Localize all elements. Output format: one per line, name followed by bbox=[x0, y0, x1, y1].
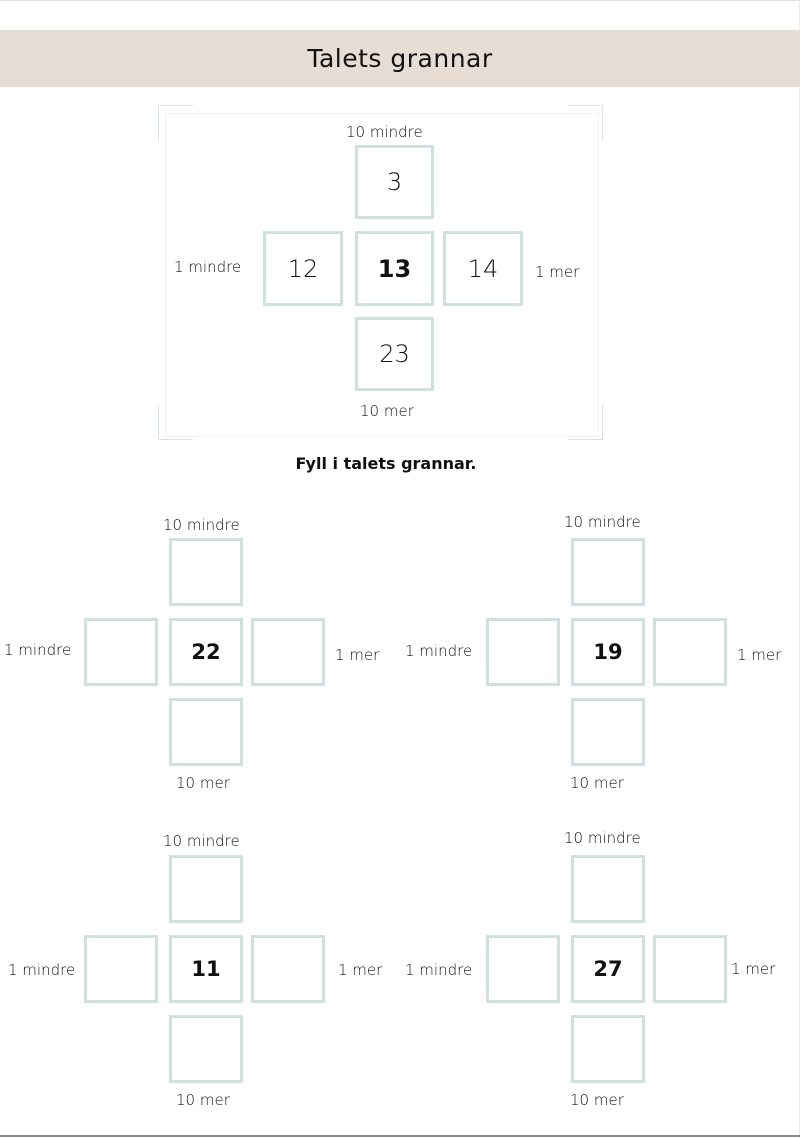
frame-corner bbox=[602, 405, 603, 440]
label-one-more: 1 mer bbox=[731, 960, 776, 978]
frame-corner bbox=[158, 439, 193, 440]
label-one-less: 1 mindre bbox=[174, 258, 242, 276]
example-box-center: 13 bbox=[355, 231, 434, 306]
answer-box-right[interactable] bbox=[653, 618, 727, 686]
label-one-more: 1 mer bbox=[737, 646, 782, 664]
answer-box-right[interactable] bbox=[251, 618, 325, 686]
label-one-less: 1 mindre bbox=[8, 961, 76, 979]
header-band: Talets grannar bbox=[0, 30, 800, 87]
label-ten-more: 10 mer bbox=[360, 402, 414, 420]
label-ten-less: 10 mindre bbox=[564, 513, 641, 531]
answer-box-top[interactable] bbox=[169, 855, 243, 923]
given-number-box: 22 bbox=[169, 618, 243, 686]
label-ten-more: 10 mer bbox=[570, 774, 624, 792]
frame-corner bbox=[602, 105, 603, 140]
page-title: Talets grannar bbox=[307, 44, 493, 73]
answer-box-right[interactable] bbox=[251, 935, 325, 1003]
example-frame bbox=[165, 113, 599, 437]
answer-box-left[interactable] bbox=[84, 935, 158, 1003]
label-ten-less: 10 mindre bbox=[346, 123, 423, 141]
frame-corner bbox=[158, 105, 193, 106]
answer-box-top[interactable] bbox=[571, 538, 645, 606]
instruction: Fyll i talets grannar. bbox=[295, 454, 477, 473]
answer-box-left[interactable] bbox=[486, 935, 560, 1003]
label-ten-less: 10 mindre bbox=[163, 516, 240, 534]
frame-corner bbox=[158, 405, 159, 440]
answer-box-bottom[interactable] bbox=[571, 1015, 645, 1083]
page-bottom-border bbox=[0, 1135, 800, 1137]
answer-box-left[interactable] bbox=[84, 618, 158, 686]
label-one-less: 1 mindre bbox=[405, 642, 473, 660]
given-number-box: 27 bbox=[571, 935, 645, 1003]
label-ten-less: 10 mindre bbox=[163, 832, 240, 850]
example-box-bottom: 23 bbox=[355, 317, 434, 391]
answer-box-left[interactable] bbox=[486, 618, 560, 686]
label-one-less: 1 mindre bbox=[405, 961, 473, 979]
example-box-right: 14 bbox=[443, 231, 523, 306]
answer-box-top[interactable] bbox=[571, 855, 645, 923]
label-ten-more: 10 mer bbox=[176, 774, 230, 792]
frame-corner bbox=[158, 105, 159, 140]
answer-box-bottom[interactable] bbox=[571, 698, 645, 766]
frame-corner bbox=[568, 105, 603, 106]
answer-box-top[interactable] bbox=[169, 538, 243, 606]
label-one-more: 1 mer bbox=[338, 961, 383, 979]
given-number-box: 19 bbox=[571, 618, 645, 686]
example-box-left: 12 bbox=[263, 231, 343, 306]
answer-box-bottom[interactable] bbox=[169, 698, 243, 766]
label-ten-more: 10 mer bbox=[176, 1091, 230, 1109]
label-one-more: 1 mer bbox=[535, 263, 580, 281]
label-one-more: 1 mer bbox=[335, 646, 380, 664]
frame-corner bbox=[568, 439, 603, 440]
label-ten-less: 10 mindre bbox=[564, 829, 641, 847]
example-box-top: 3 bbox=[355, 145, 434, 219]
label-ten-more: 10 mer bbox=[570, 1091, 624, 1109]
label-one-less: 1 mindre bbox=[4, 641, 72, 659]
page-top-border bbox=[0, 0, 800, 1]
answer-box-right[interactable] bbox=[653, 935, 727, 1003]
given-number-box: 11 bbox=[169, 935, 243, 1003]
answer-box-bottom[interactable] bbox=[169, 1015, 243, 1083]
